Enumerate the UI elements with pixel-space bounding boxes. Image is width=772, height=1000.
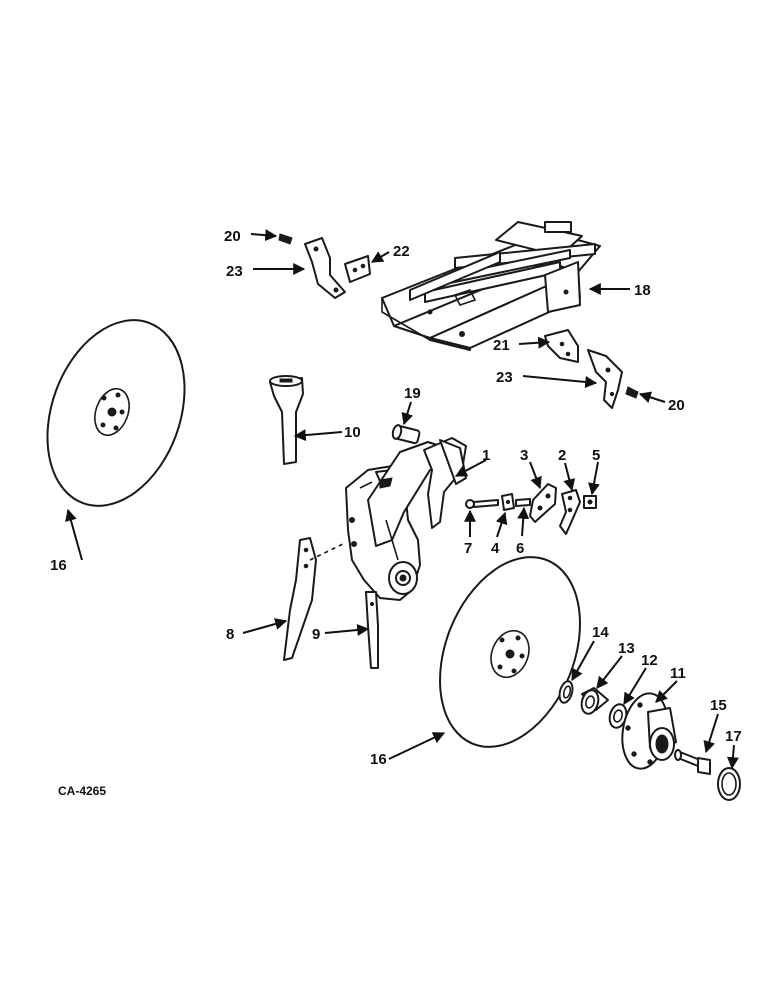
callout-14: 14 [592,624,609,641]
plate-lower-part [544,329,579,363]
callout-2: 2 [558,447,566,464]
figure-code: CA-4265 [58,784,106,798]
callout-23-lower: 23 [496,369,513,386]
hub-part [621,692,677,770]
callout-6: 6 [516,540,524,557]
callout-22: 22 [393,243,410,260]
callout-20-upper: 20 [224,228,241,245]
seal-part [608,703,628,729]
pin-part [515,498,531,507]
disc-right-part [439,556,581,748]
callout-12: 12 [641,652,658,669]
scraper-part [529,483,557,523]
callout-8: 8 [226,626,234,643]
callout-5: 5 [592,447,600,464]
callout-19: 19 [404,385,421,402]
disc-left-part [46,319,186,507]
callout-9: 9 [312,626,320,643]
boot-blade-part [283,537,346,661]
callout-1: 1 [482,447,490,464]
callout-4: 4 [491,540,500,557]
callout-17: 17 [725,728,742,745]
callout-3: 3 [520,447,528,464]
washer-part [501,493,515,511]
bracket-upper-part [304,237,346,299]
bearing-part [580,687,609,715]
callout-7: 7 [464,540,472,557]
nut-part [583,495,597,509]
callout-10: 10 [344,424,361,441]
set-screw-upper-part [278,233,293,245]
callout-21: 21 [493,337,510,354]
leader-lines [65,229,739,770]
seed-tube-part [269,375,304,465]
callout-23-upper: 23 [226,263,243,280]
callout-15: 15 [710,697,727,714]
callout-20-lower: 20 [668,397,685,414]
callout-labels: 20 23 22 18 21 23 20 19 10 1 3 2 5 7 4 6… [50,228,742,798]
callout-16-right: 16 [370,751,387,768]
callout-18: 18 [634,282,651,299]
callout-13: 13 [618,640,635,657]
callout-16-left: 16 [50,557,67,574]
callout-11: 11 [670,665,686,682]
scraper-plate-part [559,489,581,535]
snap-ring-part [558,680,574,704]
bracket-lower-part [587,349,623,409]
opener-arm-part [345,437,467,601]
set-screw-lower-part [625,386,639,399]
spacer-part [391,424,421,445]
plate-upper-part [344,255,371,283]
hub-bolt-part [674,749,711,775]
dust-cap-part [717,767,741,801]
frame-part [381,221,601,351]
bolt-part [465,499,499,509]
